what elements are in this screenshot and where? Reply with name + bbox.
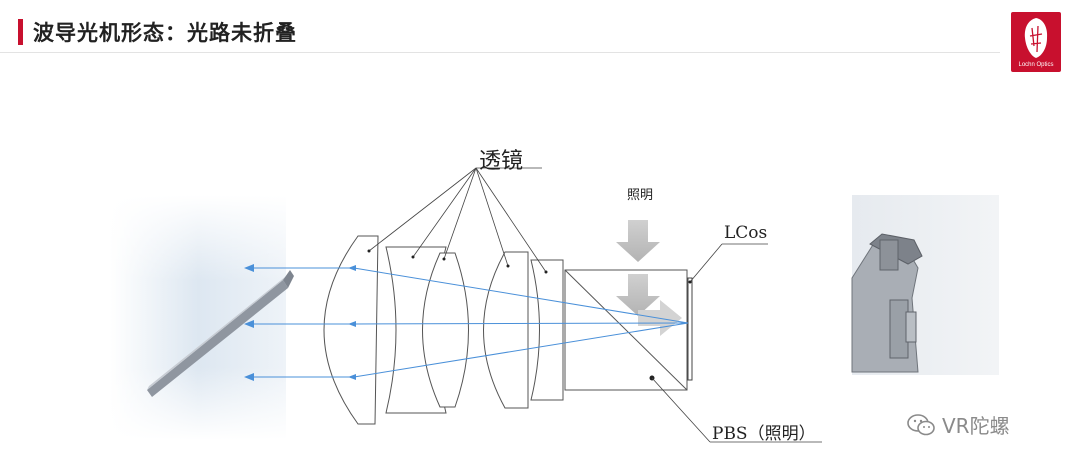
- arrow-down-icon: [616, 274, 660, 316]
- wechat-icon: [907, 413, 935, 435]
- lcos-panel: [687, 277, 693, 381]
- title-accent-bar: [18, 19, 23, 45]
- ray-arrow-icon: [244, 320, 254, 328]
- pbs-label: PBS（照明）: [712, 424, 816, 444]
- ray-arrow-icon: [348, 321, 356, 327]
- waveguide-render: [110, 195, 294, 440]
- lens-5: [530, 259, 564, 401]
- header-divider: [0, 52, 1000, 53]
- ray-arrow-icon: [244, 264, 254, 272]
- watermark: VR陀螺: [906, 410, 1010, 439]
- lens-3: [422, 252, 469, 408]
- arrow-down-icon: [616, 220, 660, 262]
- ray-arrow-icon: [348, 265, 356, 271]
- lens-label: 透镜: [479, 149, 524, 174]
- lens-1: [323, 235, 379, 425]
- brand-logo: Lochn Optics: [1011, 12, 1061, 72]
- title-bar: 波导光机形态：光路未折叠: [0, 0, 1080, 52]
- ray-arrow-icon: [244, 373, 254, 381]
- lens-4: [483, 251, 529, 409]
- page-title: 波导光机形态：光路未折叠: [33, 21, 297, 45]
- pbs-cube: [564, 269, 688, 391]
- ray-arrow-icon: [348, 374, 356, 380]
- illumination-label: 照明: [627, 188, 654, 203]
- leader-lines: [368, 167, 822, 443]
- lcos-label: LCos: [724, 223, 768, 243]
- watermark-text: VR陀螺: [942, 414, 1010, 438]
- device-render: [851, 195, 999, 375]
- logo-text: Lochn Optics: [1018, 62, 1054, 68]
- light-rays: [250, 267, 689, 378]
- seal-icon: [1024, 18, 1048, 58]
